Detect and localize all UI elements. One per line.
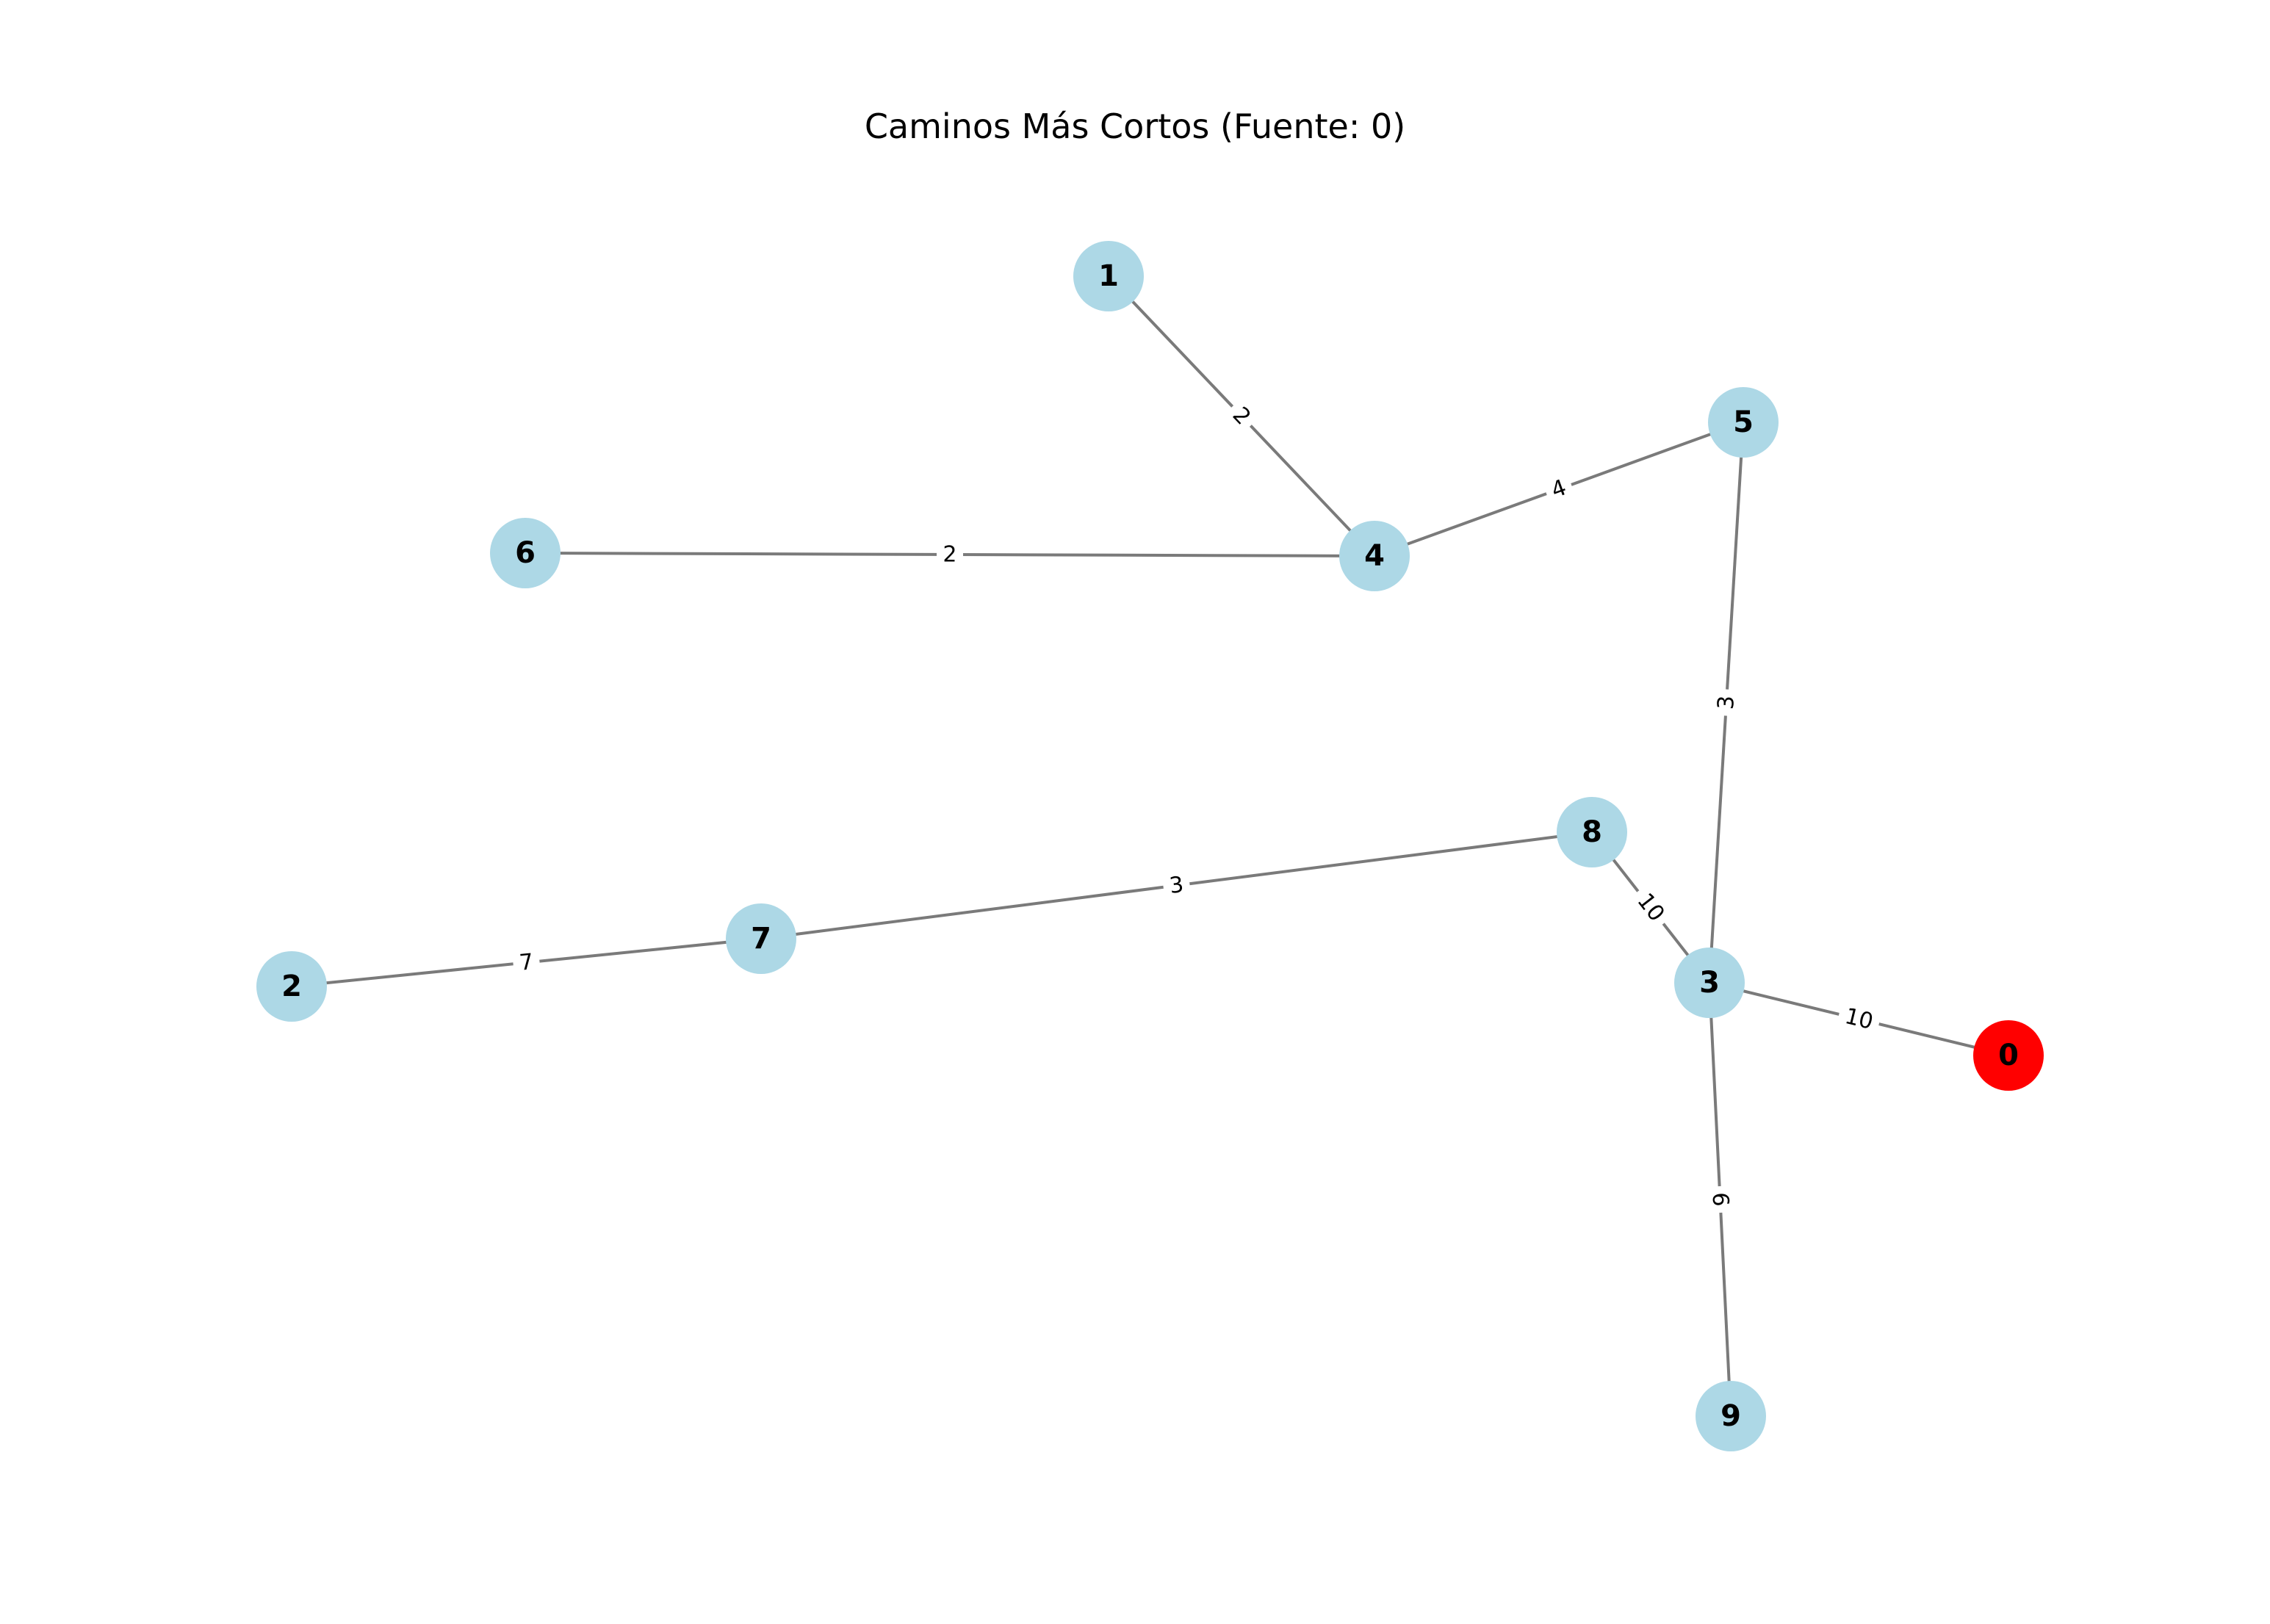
edge-weight-label: 6 <box>1707 1192 1734 1208</box>
node-0: 0 <box>1973 1020 2044 1091</box>
node-circle <box>490 518 561 588</box>
edge-label-4-5: 4 <box>1541 471 1577 508</box>
edge-label-background <box>1626 882 1675 933</box>
node-label: 1 <box>1098 259 1119 293</box>
node-9: 9 <box>1696 1381 1766 1451</box>
edge-label-background <box>1710 688 1743 717</box>
node-5: 5 <box>1708 387 1779 458</box>
node-circle <box>256 951 327 1022</box>
edge-label-2-7: 7 <box>511 946 541 979</box>
edge-label-background <box>1541 471 1577 508</box>
edge-label-3-0: 10 <box>1835 1000 1883 1039</box>
edge-label-7-8: 3 <box>1161 869 1192 902</box>
node-circle <box>1696 1381 1766 1451</box>
node-6: 6 <box>490 518 561 588</box>
edge-weight-label: 2 <box>943 541 956 567</box>
edge-label-3-9: 6 <box>1704 1185 1736 1213</box>
edge-label-background <box>1222 396 1261 436</box>
node-circle <box>1339 521 1410 591</box>
source-node-circle <box>1973 1020 2044 1091</box>
node-3: 3 <box>1674 948 1745 1018</box>
node-label: 8 <box>1582 815 1602 849</box>
node-circle <box>1674 948 1745 1018</box>
node-2: 2 <box>256 951 327 1022</box>
node-circle <box>726 903 796 974</box>
node-7: 7 <box>726 903 796 974</box>
node-label: 4 <box>1364 539 1385 573</box>
node-1: 1 <box>1073 241 1144 311</box>
node-circle <box>1073 241 1144 311</box>
edge-label-background <box>1161 869 1192 902</box>
figure-title: Caminos Más Cortos (Fuente: 0) <box>865 107 1405 146</box>
node-label: 7 <box>751 922 771 956</box>
edge-label-background <box>511 946 541 979</box>
nodes-layer: 0 1 2 3 4 5 6 7 8 9 <box>256 241 2044 1451</box>
edge-weight-label: 3 <box>1168 872 1185 899</box>
node-label: 0 <box>1998 1039 2019 1072</box>
node-4: 4 <box>1339 521 1410 591</box>
edge-weight-label: 7 <box>518 949 535 976</box>
node-circle <box>1708 387 1779 458</box>
edge-label-8-3: 10 <box>1626 882 1675 933</box>
edge-label-background <box>1704 1185 1736 1213</box>
node-label: 2 <box>281 970 302 1003</box>
node-label: 6 <box>515 536 536 570</box>
node-circle <box>1557 797 1627 867</box>
node-label: 9 <box>1720 1399 1741 1433</box>
edge-label-background <box>936 539 964 570</box>
edge-weight-label: 3 <box>1713 695 1740 710</box>
node-label: 5 <box>1733 405 1754 439</box>
node-8: 8 <box>1557 797 1627 867</box>
edge-label-background <box>1835 1000 1883 1039</box>
edge-label-6-4: 2 <box>936 539 964 570</box>
node-label: 3 <box>1699 966 1720 1000</box>
edge-label-5-3: 3 <box>1710 688 1743 717</box>
